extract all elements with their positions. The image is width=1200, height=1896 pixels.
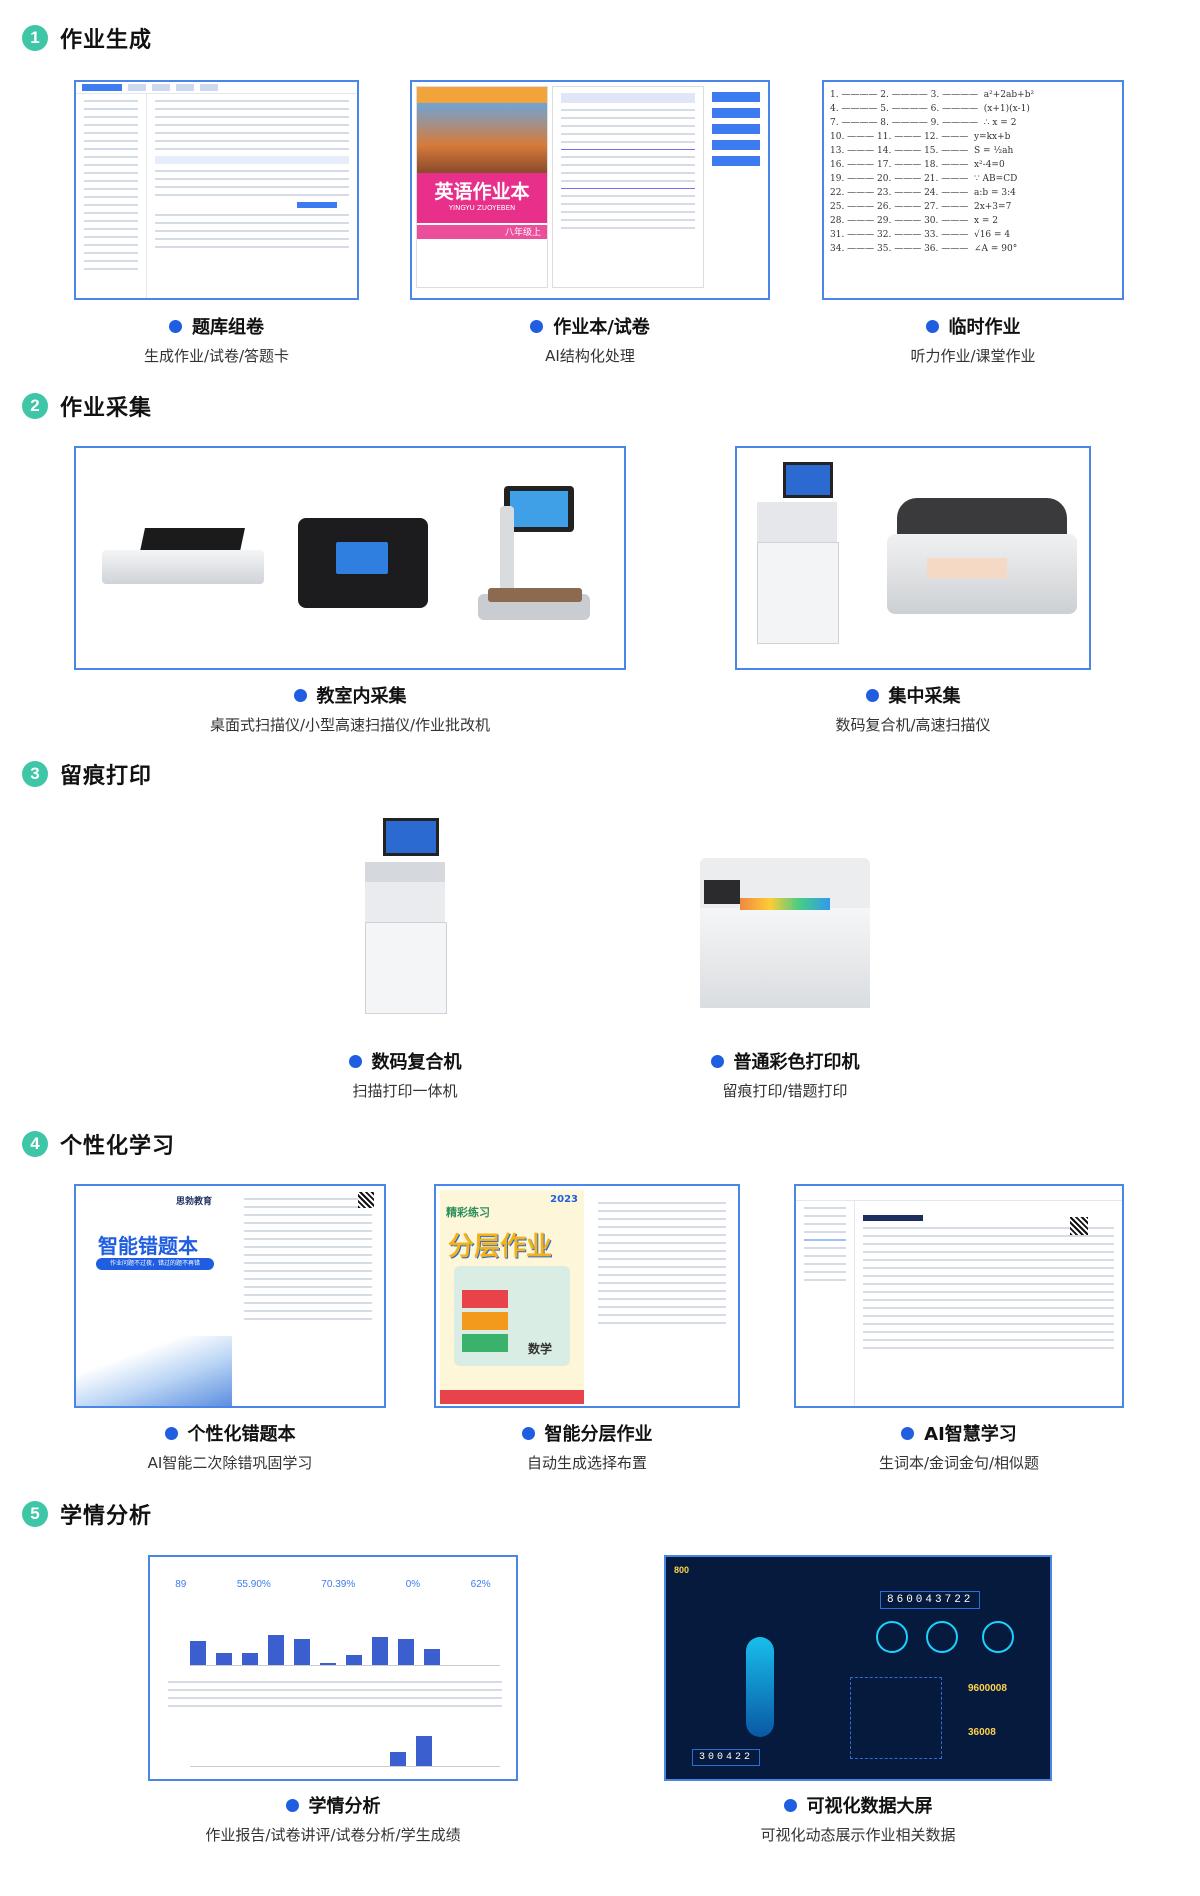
section-number: 4 <box>22 1131 48 1157</box>
aixuexi-screenshot <box>794 1184 1124 1408</box>
section-header-1: 1 作业生成 <box>22 22 152 54</box>
central-devices-frame <box>735 446 1091 670</box>
cuoti-tag: 作业问题不过夜，错过的题不再错 <box>96 1258 214 1270</box>
tiku-caption: 题库组卷 生成作业/试卷/答题卡 <box>74 313 359 366</box>
dashuju-title: 可视化数据大屏 <box>664 1792 1052 1818</box>
jiaoshi-caption: 教室内采集 桌面式扫描仪/小型高速扫描仪/作业批改机 <box>74 682 626 735</box>
fuheji-sub: 扫描打印一体机 <box>352 1082 458 1100</box>
section-header-4: 4 个性化学习 <box>22 1128 175 1160</box>
classroom-devices-frame <box>74 446 626 670</box>
high-speed-scanner-image <box>887 498 1077 628</box>
small-counter: 300422 <box>692 1749 761 1766</box>
section-title: 留痕打印 <box>60 764 153 789</box>
caise-title: 普通彩色打印机 <box>660 1048 910 1074</box>
caise-caption: 普通彩色打印机 留痕打印/错题打印 <box>660 1048 910 1101</box>
xueqing-title: 学情分析 <box>148 1792 518 1818</box>
caise-sub: 留痕打印/错题打印 <box>722 1082 848 1100</box>
tiku-title: 题库组卷 <box>74 313 359 339</box>
fenceng-caption-title: 智能分层作业 <box>434 1420 740 1446</box>
brand-label: 思勃教育 <box>176 1197 213 1207</box>
jiaoshi-title: 教室内采集 <box>74 682 626 708</box>
aixuexi-sub: 生词本/金词金句/相似题 <box>878 1454 1040 1472</box>
fenceng-subject: 数学 <box>528 1342 553 1356</box>
jizhong-title: 集中采集 <box>735 682 1091 708</box>
zuoyeben-title: 作业本/试卷 <box>410 313 770 339</box>
dashuju-sub: 可视化动态展示作业相关数据 <box>760 1826 956 1844</box>
book-title: 英语作业本 <box>434 181 530 203</box>
xueqing-screenshot: 89 55.90% 70.39% 0% 62% <box>148 1555 518 1781</box>
section-header-3: 3 留痕打印 <box>22 758 152 790</box>
section-title: 作业采集 <box>60 396 153 421</box>
section-number: 3 <box>22 761 48 787</box>
big-counter: 860043722 <box>880 1591 981 1609</box>
stat-2: 55.90% <box>236 1579 271 1590</box>
cuotiben-screenshot: 思勃教育 智能错题本 作业问题不过夜，错过的题不再错 <box>74 1184 386 1408</box>
aixuexi-title: AI智慧学习 <box>794 1420 1124 1446</box>
aixuexi-caption: AI智慧学习 生词本/金词金句/相似题 <box>794 1420 1124 1473</box>
cuotiben-sub: AI智能二次除错巩固学习 <box>147 1454 313 1472</box>
fenceng-top: 精彩练习 <box>446 1206 490 1219</box>
dashuju-caption: 可视化数据大屏 可视化动态展示作业相关数据 <box>664 1792 1052 1845</box>
linshi-caption: 临时作业 听力作业/课堂作业 <box>822 313 1124 366</box>
jizhong-caption: 集中采集 数码复合机/高速扫描仪 <box>735 682 1091 735</box>
big-value-2: 36008 <box>968 1727 996 1738</box>
fenceng-caption-sub: 自动生成选择布置 <box>526 1454 647 1472</box>
book-pinyin: YINGYU ZUOYEBEN <box>448 204 516 212</box>
color-printer-image <box>700 858 870 1008</box>
section-title: 作业生成 <box>60 28 153 53</box>
book-grade: 八年级上 <box>417 225 547 239</box>
stat-1: 89 <box>175 1579 187 1590</box>
linshi-screenshot: 1. ———— 2. ———— 3. ———— a²+2ab+b² 4. ———… <box>822 80 1124 300</box>
cuoti-title: 智能错题本 <box>98 1234 198 1258</box>
zuoyeben-sub: AI结构化处理 <box>545 347 635 365</box>
xueqing-caption: 学情分析 作业报告/试卷讲评/试卷分析/学生成绩 <box>148 1792 518 1845</box>
fenceng-caption: 智能分层作业 自动生成选择布置 <box>434 1420 740 1473</box>
linshi-sub: 听力作业/课堂作业 <box>910 347 1036 365</box>
fenceng-screenshot: 精彩练习 2023 分层作业 数学 <box>434 1184 740 1408</box>
stat-4: 0% <box>405 1579 421 1590</box>
cuotiben-caption: 个性化错题本 AI智能二次除错巩固学习 <box>74 1420 386 1473</box>
zuoyeben-screenshot: 英语作业本 YINGYU ZUOYEBEN 八年级上 <box>410 80 770 300</box>
big-top-value: 800 <box>674 1565 690 1575</box>
section-number: 5 <box>22 1501 48 1527</box>
section-title: 个性化学习 <box>60 1134 176 1159</box>
fenceng-title: 分层作业 <box>448 1232 553 1262</box>
section-title: 学情分析 <box>60 1504 153 1529</box>
stat-5: 62% <box>470 1579 491 1590</box>
grading-machine-image <box>474 486 594 636</box>
linshi-title: 临时作业 <box>822 313 1124 339</box>
fuheji-title: 数码复合机 <box>300 1048 510 1074</box>
xueqing-sub: 作业报告/试卷讲评/试卷分析/学生成绩 <box>205 1826 461 1844</box>
fuheji-caption: 数码复合机 扫描打印一体机 <box>300 1048 510 1101</box>
tiku-sub: 生成作业/试卷/答题卡 <box>143 347 290 365</box>
big-value-1: 9600008 <box>968 1683 1007 1694</box>
section-number: 2 <box>22 393 48 419</box>
dashboard-screenshot: 800 860043722 300422 9600008 36008 <box>664 1555 1052 1781</box>
stat-3: 70.39% <box>321 1579 356 1590</box>
fenceng-year: 2023 <box>550 1194 578 1205</box>
flatbed-scanner-image <box>102 528 264 586</box>
section-number: 1 <box>22 25 48 51</box>
mfp-image <box>743 462 843 662</box>
section-header-5: 5 学情分析 <box>22 1498 152 1530</box>
jizhong-sub: 数码复合机/高速扫描仪 <box>835 716 991 734</box>
cuotiben-title: 个性化错题本 <box>74 1420 386 1446</box>
tiku-screenshot <box>74 80 359 300</box>
zuoyeben-caption: 作业本/试卷 AI结构化处理 <box>410 313 770 366</box>
compact-scanner-image <box>298 506 428 610</box>
jiaoshi-sub: 桌面式扫描仪/小型高速扫描仪/作业批改机 <box>209 716 491 734</box>
section-header-2: 2 作业采集 <box>22 390 152 422</box>
mfp-print-image <box>345 818 465 1018</box>
